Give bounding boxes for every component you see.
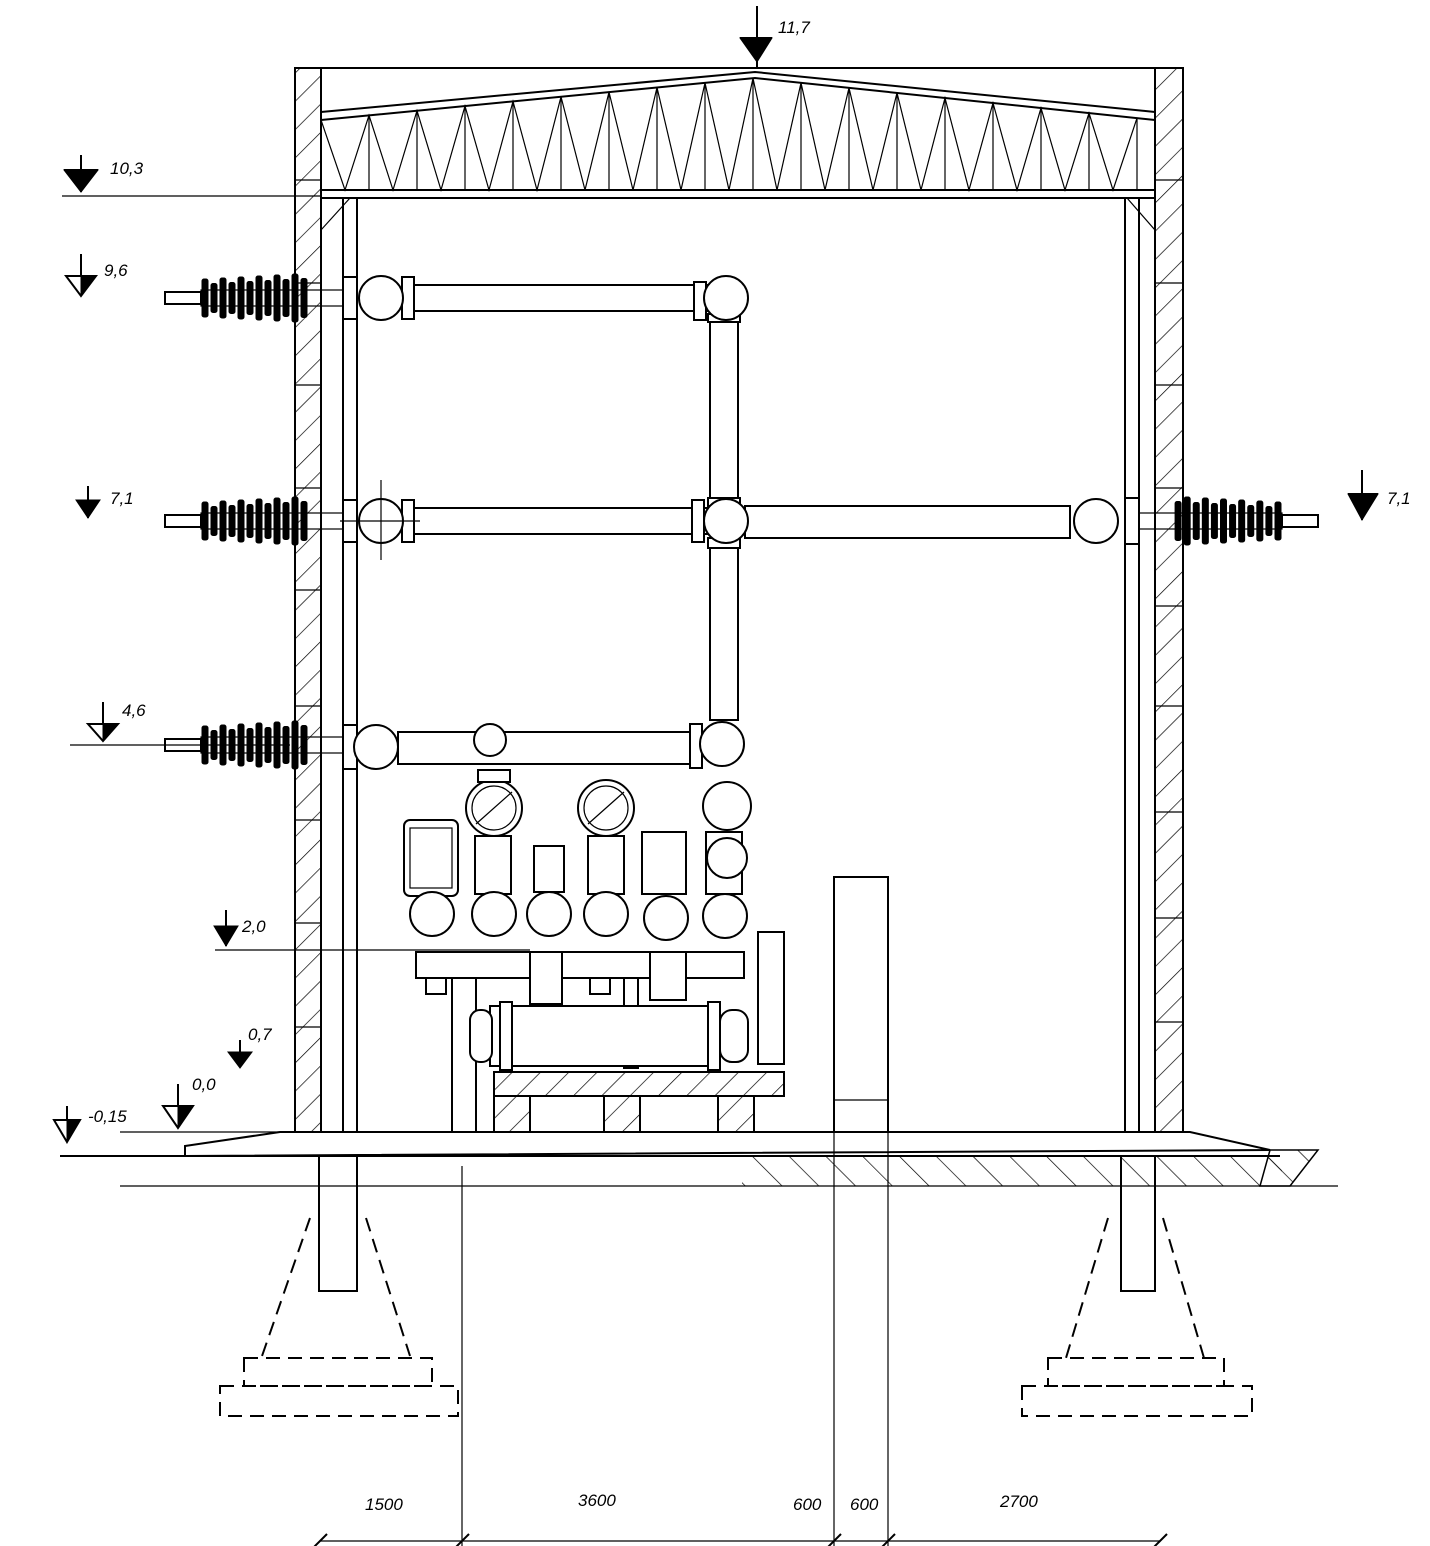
dim-3600: 3600 bbox=[578, 1491, 616, 1510]
svg-text:7,1: 7,1 bbox=[1387, 489, 1411, 508]
vertical-riser bbox=[709, 317, 739, 503]
control-cabinet bbox=[833, 876, 889, 1133]
elevation-markers: 11,7 10,3 9,6 7,1 7,1 bbox=[52, 6, 1411, 1144]
dimension-lines: 1500 3600 600 600 2700 bbox=[313, 1132, 1168, 1546]
svg-text:9,6: 9,6 bbox=[104, 261, 128, 280]
elevation-marker-grade: -0,15 bbox=[52, 1106, 127, 1144]
bus-middle-left bbox=[409, 507, 711, 535]
right-column bbox=[1124, 197, 1140, 1133]
ground-hatch bbox=[742, 1156, 1282, 1186]
ground-and-foundations bbox=[60, 1131, 1338, 1417]
bus-middle-right bbox=[744, 505, 1071, 539]
bushing-upper bbox=[164, 273, 344, 323]
svg-text:0,0: 0,0 bbox=[192, 1075, 216, 1094]
dim-2700: 2700 bbox=[999, 1492, 1038, 1511]
wall-joints bbox=[295, 179, 1183, 1028]
elevation-marker-bus-middle-right: 7,1 bbox=[1347, 470, 1411, 522]
svg-text:-0,15: -0,15 bbox=[88, 1107, 127, 1126]
elevation-marker-bus-lower: 4,6 bbox=[70, 701, 290, 746]
switchgear-equipment bbox=[403, 769, 889, 1133]
elevation-marker-equipment-base: 2,0 bbox=[213, 910, 530, 951]
left-column bbox=[342, 197, 358, 1133]
truss-web bbox=[320, 78, 1138, 193]
elevation-marker-eaves: 10,3 bbox=[62, 155, 321, 197]
bushing-middle-left bbox=[164, 496, 344, 546]
elevation-marker-ridge: 11,7 bbox=[739, 6, 810, 68]
elevation-marker-bus-middle-left: 7,1 bbox=[75, 486, 134, 519]
elevation-marker-0-0: 0,0 bbox=[161, 1075, 216, 1130]
dim-600-a: 600 bbox=[793, 1495, 822, 1514]
roof-truss bbox=[320, 78, 1138, 193]
left-wall bbox=[294, 67, 322, 1133]
right-wall bbox=[1154, 67, 1184, 1133]
building-frame bbox=[294, 67, 1184, 1133]
drive-box bbox=[641, 831, 687, 895]
elevation-marker-0-7: 0,7 bbox=[227, 1025, 272, 1069]
equipment-plinth bbox=[493, 1071, 785, 1097]
svg-text:2,0: 2,0 bbox=[241, 917, 266, 936]
busbars bbox=[340, 275, 1140, 770]
bushing-middle-right bbox=[1138, 496, 1319, 546]
bottom-chord bbox=[320, 189, 1156, 199]
svg-text:10,3: 10,3 bbox=[110, 159, 144, 178]
dim-600-b: 600 bbox=[850, 1495, 879, 1514]
svg-text:7,1: 7,1 bbox=[110, 489, 134, 508]
dim-1500: 1500 bbox=[365, 1495, 403, 1514]
bus-lower bbox=[397, 731, 699, 765]
cylinder-left bbox=[403, 819, 459, 897]
svg-text:4,6: 4,6 bbox=[122, 701, 146, 720]
elevation-marker-bus-upper: 9,6 bbox=[64, 254, 128, 298]
air-receiver bbox=[489, 1005, 721, 1067]
equipment-frame bbox=[415, 951, 745, 979]
bus-upper bbox=[409, 284, 711, 312]
svg-text:0,7: 0,7 bbox=[248, 1025, 272, 1044]
svg-text:11,7: 11,7 bbox=[778, 18, 810, 37]
